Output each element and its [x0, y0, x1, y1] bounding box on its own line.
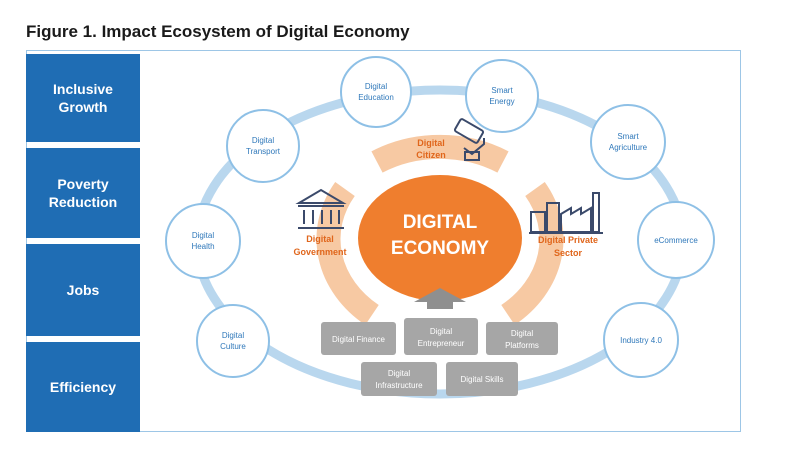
svg-text:Digital: Digital	[252, 136, 274, 145]
enabler-arrow-icon	[414, 288, 466, 309]
svg-text:Platforms: Platforms	[505, 341, 539, 350]
satellite-ecommerce: eCommerce	[637, 201, 715, 279]
actor-private-sector-line2: Sector	[554, 248, 583, 258]
enabler-digital-infrastructure: Digital Infrastructure	[361, 362, 437, 396]
svg-text:Digital: Digital	[430, 327, 452, 336]
outcome-inclusive-growth: Inclusive Growth	[26, 54, 140, 142]
figure-title: Figure 1. Impact Ecosystem of Digital Ec…	[26, 22, 410, 41]
satellite-industry-4-0: Industry 4.0	[603, 302, 679, 378]
svg-text:Digital Skills: Digital Skills	[460, 375, 503, 384]
actor-citizen-line1: Digital	[417, 138, 445, 148]
satellites: Digital Education Smart Energy Digital T…	[165, 56, 715, 378]
svg-text:Health: Health	[191, 242, 214, 251]
svg-text:eCommerce: eCommerce	[654, 236, 698, 245]
svg-text:Digital: Digital	[511, 329, 533, 338]
svg-text:Digital: Digital	[388, 369, 410, 378]
svg-text:Culture: Culture	[220, 342, 246, 351]
svg-text:Infrastructure: Infrastructure	[375, 381, 423, 390]
actor-government-line1: Digital	[306, 234, 334, 244]
actor-government-line2: Government	[293, 247, 346, 257]
outcome-poverty-reduction: Poverty Reduction	[26, 148, 140, 238]
center-line1: DIGITAL	[403, 212, 478, 233]
enabler-digital-platforms: Digital Platforms	[486, 322, 558, 355]
enabler-digital-entrepreneur: Digital Entrepreneur	[404, 318, 478, 355]
satellite-digital-health: Digital Health	[165, 203, 241, 279]
outcomes-column: Inclusive Growth Poverty Reduction Jobs …	[26, 50, 140, 432]
enablers: Digital Finance Digital Entrepreneur Dig…	[321, 318, 558, 396]
enabler-digital-finance: Digital Finance	[321, 322, 396, 355]
svg-text:Digital: Digital	[365, 82, 387, 91]
private-sector-factory-icon	[529, 192, 603, 234]
enabler-digital-skills: Digital Skills	[446, 362, 518, 396]
outcome-jobs: Jobs	[26, 244, 140, 336]
actor-private-sector-line1: Digital Private	[538, 235, 598, 245]
svg-text:Smart: Smart	[617, 132, 639, 141]
satellite-smart-energy: Smart Energy	[465, 59, 539, 133]
diagram-frame	[26, 50, 741, 432]
svg-text:Education: Education	[358, 93, 394, 102]
outcome-efficiency: Efficiency	[26, 342, 140, 432]
svg-text:Industry 4.0: Industry 4.0	[620, 336, 662, 345]
satellite-digital-culture: Digital Culture	[196, 304, 270, 378]
svg-text:Digital Finance: Digital Finance	[332, 335, 385, 344]
government-building-icon	[295, 188, 347, 229]
satellite-smart-agriculture: Smart Agriculture	[590, 104, 666, 180]
satellite-digital-education: Digital Education	[340, 56, 412, 128]
svg-text:Energy: Energy	[489, 97, 514, 106]
svg-text:Transport: Transport	[246, 147, 281, 156]
svg-text:Smart: Smart	[491, 86, 513, 95]
svg-text:Digital: Digital	[192, 231, 214, 240]
satellite-digital-transport: Digital Transport	[226, 109, 300, 183]
inner-ring-top	[371, 134, 509, 173]
svg-text:Digital: Digital	[222, 331, 244, 340]
center-line2: ECONOMY	[391, 238, 490, 259]
actor-citizen-line2: Citizen	[416, 150, 446, 160]
center-circle	[358, 175, 522, 301]
svg-text:Entrepreneur: Entrepreneur	[418, 339, 465, 348]
citizen-phone-icon	[453, 118, 485, 161]
svg-text:Agriculture: Agriculture	[609, 143, 648, 152]
inner-ring-right	[501, 182, 564, 325]
